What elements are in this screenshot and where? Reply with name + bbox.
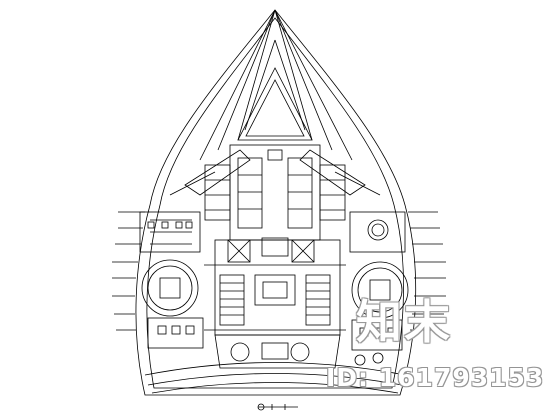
room-left-upper (139, 211, 201, 253)
roof-rib (244, 39, 276, 131)
roof-rib (237, 9, 276, 141)
lobby (214, 239, 341, 336)
core-block (229, 144, 321, 241)
watermark-id: ID: 161793153 (326, 363, 545, 392)
room-right-upper (349, 211, 406, 253)
outer-shell-outline (135, 9, 417, 396)
lower-band (144, 362, 406, 376)
roof-rib (274, 39, 306, 131)
front-lounge (214, 334, 341, 369)
roof-rib (274, 9, 353, 161)
inner-shell-outline (146, 17, 404, 389)
roof-band-left (184, 149, 251, 196)
atrium-triangle-inner (245, 79, 305, 137)
roof-rib (217, 9, 276, 151)
atrium-triangle (237, 67, 313, 141)
roof-rib (199, 9, 276, 161)
roof-rib (274, 9, 313, 141)
lounge-right (351, 261, 409, 319)
roof-band-right (299, 149, 366, 196)
watermark-brand: 知末 (356, 295, 452, 349)
roof-rib (274, 9, 333, 151)
lounge-left (141, 259, 199, 317)
dimension-lines-left (112, 211, 145, 331)
dimension-lines-right (408, 211, 446, 331)
